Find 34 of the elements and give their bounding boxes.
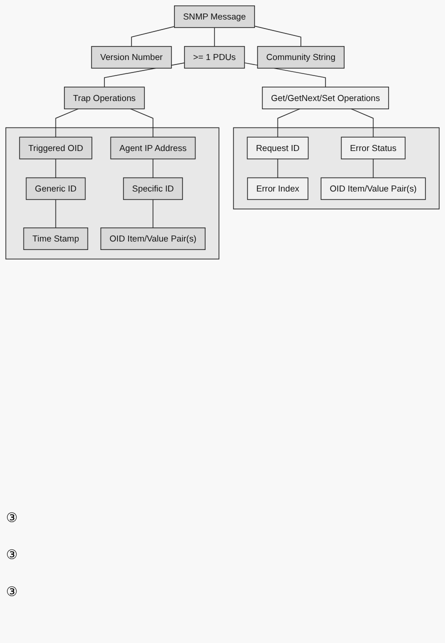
- connector: [277, 108, 300, 138]
- node-box: >= 1 PDUs: [184, 46, 245, 69]
- connector: [277, 158, 278, 178]
- connector: [152, 199, 154, 228]
- node-box: Triggered OID: [19, 136, 92, 160]
- connector: [55, 158, 56, 178]
- node-box: OID Item/Value Pair(s): [320, 177, 426, 200]
- connector: [350, 108, 374, 138]
- node-box: Generic ID: [26, 177, 86, 200]
- connector: [130, 108, 154, 138]
- node-box: Specific ID: [123, 177, 183, 200]
- connector: [131, 26, 175, 47]
- node-box: Error Status: [340, 136, 406, 160]
- callout-number: ③: [6, 547, 18, 562]
- connector: [55, 108, 79, 138]
- node-box: Get/GetNext/Set Operations: [262, 86, 389, 110]
- node-box: Community String: [257, 46, 345, 69]
- connector: [214, 27, 215, 47]
- node-box: Agent IP Address: [110, 136, 196, 160]
- node-box: Time Stamp: [23, 227, 88, 250]
- connector: [55, 199, 56, 228]
- node-box: Trap Operations: [64, 86, 145, 110]
- connector: [372, 158, 374, 178]
- node-box: Version Number: [91, 46, 172, 69]
- cluster: [5, 127, 220, 260]
- node-box: OID Item/Value Pair(s): [100, 227, 206, 250]
- node-box: Request ID: [246, 136, 309, 160]
- cluster: [233, 127, 440, 210]
- callout-number: ③: [6, 510, 18, 525]
- connector: [152, 158, 154, 178]
- callout-number: ③: [6, 584, 18, 599]
- node-box: SNMP Message: [174, 5, 255, 28]
- node-box: Error Index: [247, 177, 308, 200]
- connector: [254, 26, 302, 47]
